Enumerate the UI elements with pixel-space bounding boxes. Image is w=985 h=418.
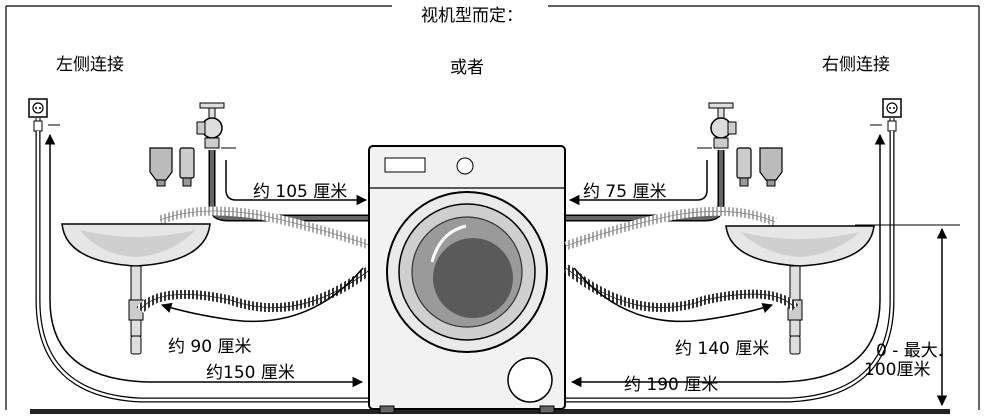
left-drain-measure: 约 90 厘米 [168, 337, 251, 357]
left-inlet-measure: 约 105 厘米 [253, 182, 347, 202]
right-power-measure: 约 190 厘米 [624, 375, 718, 395]
or-label: 或者 [450, 58, 484, 78]
height-range-line2: 100厘米 [864, 360, 930, 380]
water-tap-icon [196, 102, 236, 149]
washbasin-icon [61, 223, 211, 355]
height-dimension [855, 224, 960, 407]
washing-machine-icon [368, 145, 566, 414]
diagram-title: 视机型而定： [421, 6, 523, 26]
water-tap-icon [697, 102, 737, 149]
washbasin-icon [725, 225, 875, 355]
right-drain-measure: 约 140 厘米 [675, 339, 769, 359]
hose-connector-icon [179, 147, 195, 187]
left-power-measure: 约150 厘米 [206, 363, 295, 383]
socket-icon [870, 98, 902, 132]
diagram-frame [5, 5, 980, 414]
left-connection-label: 左侧连接 [56, 55, 124, 75]
height-range-line1: 0 - 最大. [876, 341, 943, 361]
aquastop-valve-icon [149, 147, 173, 187]
socket-icon [28, 98, 60, 132]
aquastop-valve-icon [759, 147, 783, 187]
hose-connector-icon [736, 147, 752, 187]
right-connection-label: 右侧连接 [822, 55, 890, 75]
right-inlet-measure: 约 75 厘米 [583, 182, 666, 202]
